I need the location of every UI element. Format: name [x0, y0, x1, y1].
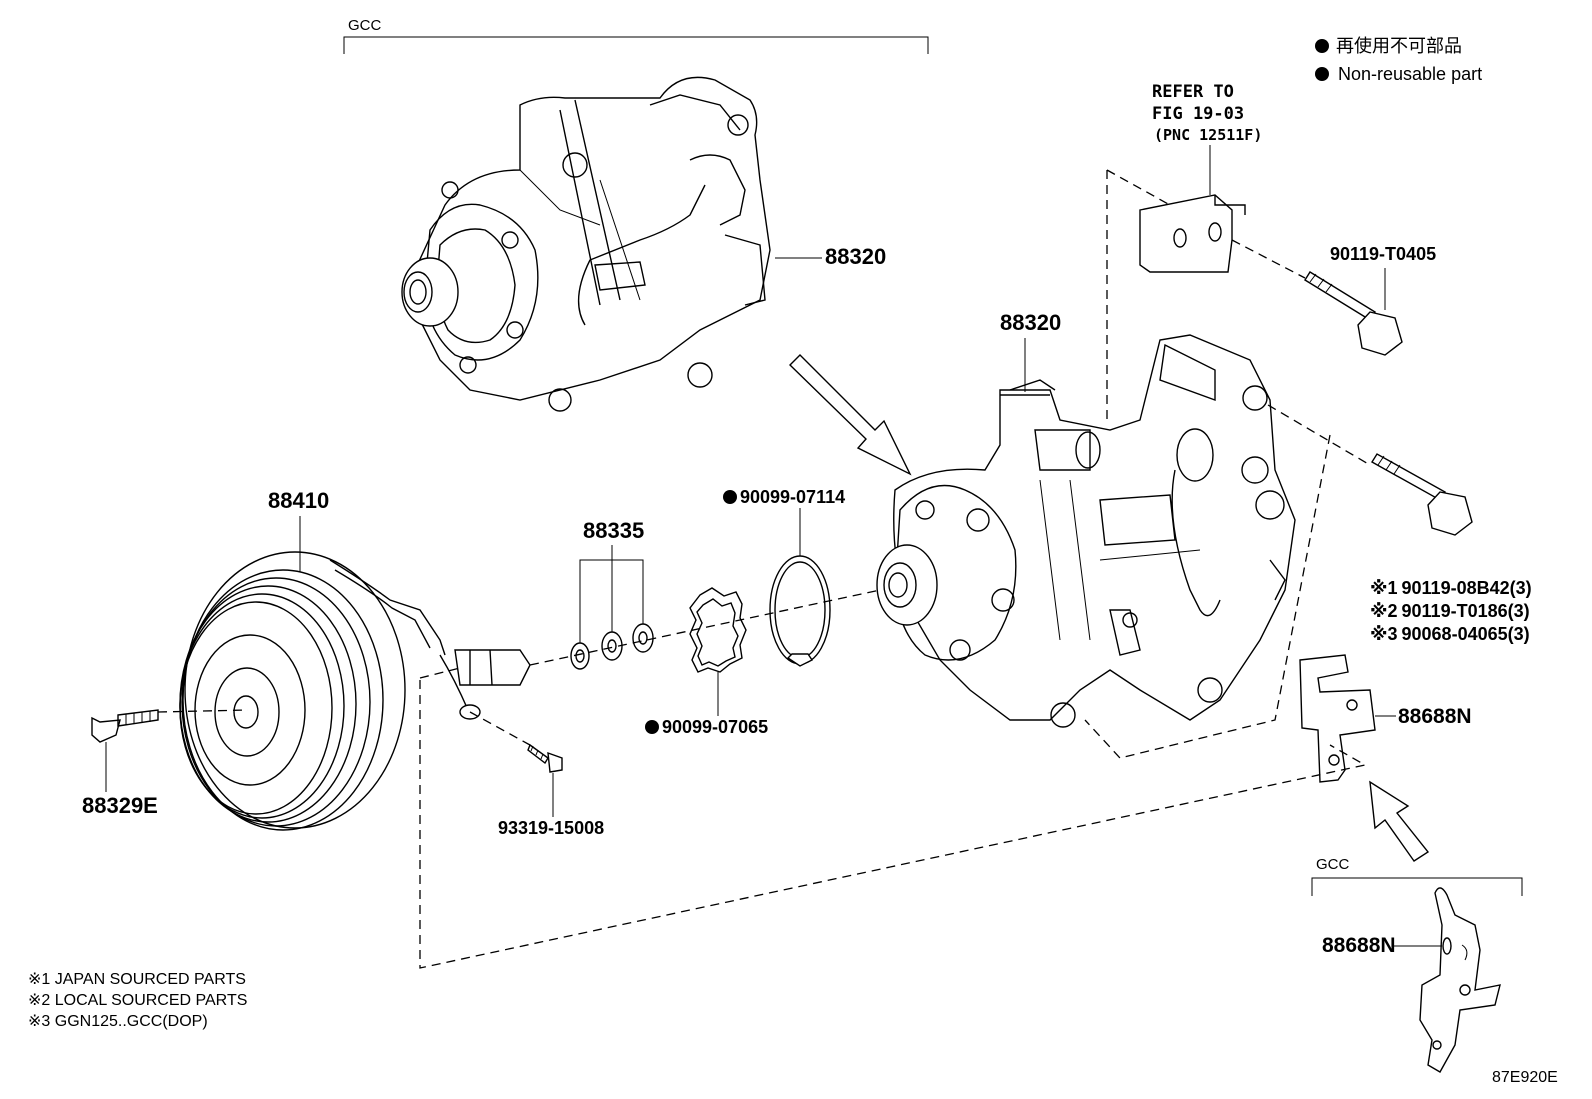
compressor-main-label: 88320 [1000, 310, 1061, 335]
non-reusable-bullet-icon [723, 490, 737, 504]
refer-line3: (PNC 12511F) [1154, 126, 1262, 144]
figure-id: 87E920E [1492, 1069, 1558, 1086]
refer-line1: REFER TO [1152, 82, 1234, 102]
bracket-gcc-drawing [1419, 887, 1501, 1073]
bolt-t0405-drawing [1304, 271, 1403, 356]
shim-set-label: 88335 [583, 518, 644, 543]
washer-ring-drawing [689, 587, 747, 673]
dashed-guide [529, 589, 881, 666]
legend-en: Non-reusable part [1338, 64, 1482, 84]
gcc-group-top: GCC [343, 17, 929, 54]
arrow-icon [1369, 780, 1430, 862]
refer-bracket-drawing [1139, 194, 1246, 273]
snap-ring-drawing [769, 555, 831, 667]
bracket-label: 88688N [1398, 705, 1472, 728]
clutch-pulley-drawing [179, 551, 531, 831]
bolt-variant-drawing [1371, 453, 1473, 536]
pulley-bolt-drawing [91, 709, 159, 743]
dashed-guide [419, 667, 461, 679]
note-1: ※1 JAPAN SOURCED PARTS [28, 971, 246, 988]
gcc-top-label: GCC [348, 17, 382, 34]
bracket-gcc-label: 88688N [1322, 934, 1396, 957]
dashed-guide [469, 711, 531, 746]
snap-ring-label: 90099-07114 [740, 487, 845, 507]
note-3: ※3 GGN125..GCC(DOP) [28, 1013, 208, 1030]
washer-ring-callout: 90099-07065 [645, 717, 768, 737]
legend: 再使用不可部品 Non-reusable part [1315, 36, 1482, 84]
snap-ring-callout: 90099-07114 [723, 487, 845, 507]
notes: ※1 JAPAN SOURCED PARTS ※2 LOCAL SOURCED … [28, 971, 247, 1030]
pulley-bolt-label: 88329E [82, 793, 158, 818]
non-reusable-bullet-icon [1315, 67, 1329, 81]
dashed-guide [157, 709, 249, 713]
gcc-bottom-label: GCC [1316, 856, 1350, 873]
screw-label: 93319-15008 [498, 818, 604, 838]
dashed-guide [419, 680, 1367, 969]
dashed-guide [1231, 239, 1306, 279]
non-reusable-bullet-icon [1315, 39, 1329, 53]
bracket-drawing [1299, 654, 1376, 783]
note-2: ※2 LOCAL SOURCED PARTS [28, 992, 247, 1009]
bolt-t0405-label: 90119-T0405 [1330, 244, 1436, 264]
washer-ring-label: 90099-07065 [662, 717, 768, 737]
compressor-gcc-drawing [401, 76, 771, 412]
gcc-group-bottom: GCC [1311, 856, 1523, 896]
legend-jp: 再使用不可部品 [1336, 36, 1462, 56]
arrow-icon [789, 354, 912, 476]
non-reusable-bullet-icon [645, 720, 659, 734]
compressor-gcc-label: 88320 [825, 244, 886, 269]
compressor-main-drawing [876, 334, 1296, 728]
clutch-pulley-label: 88410 [268, 488, 329, 513]
shim-set-drawing [570, 545, 654, 670]
dashed-guide [1267, 404, 1371, 466]
mount-outline [1084, 169, 1331, 759]
screw-drawing [527, 743, 563, 773]
refer-line2: FIG 19-03 [1152, 104, 1244, 124]
